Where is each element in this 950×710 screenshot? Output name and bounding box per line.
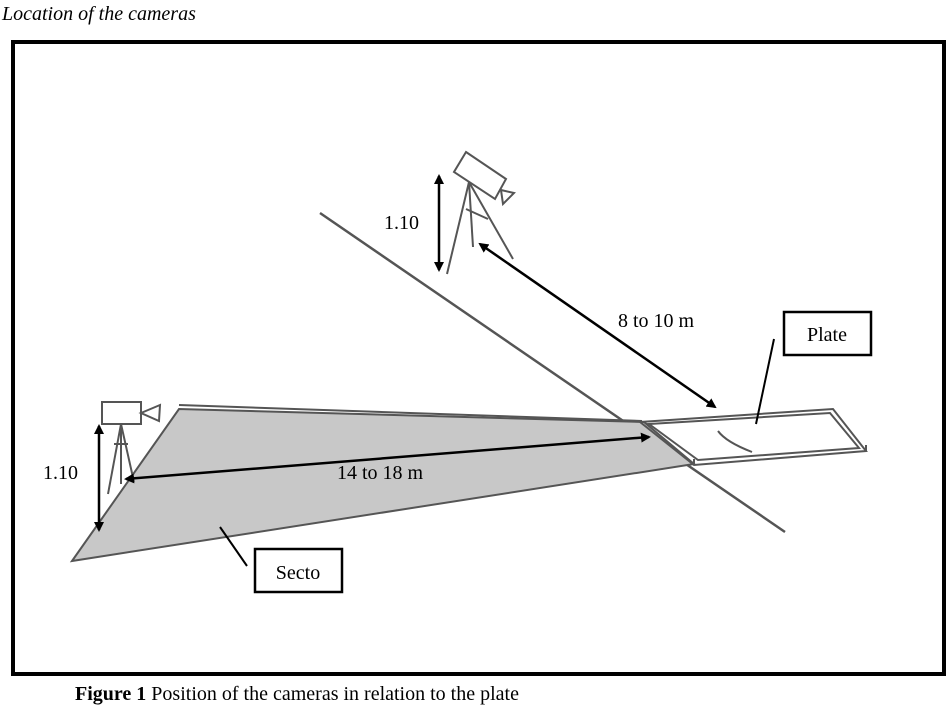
distance-label-top: 8 to 10 m — [618, 310, 695, 332]
top-camera — [446, 150, 516, 275]
distance-label-side: 14 to 18 m — [337, 462, 424, 484]
plate-callout-box — [782, 310, 873, 357]
sector-top-edge — [178, 404, 643, 422]
page-heading: Location of the cameras — [2, 3, 196, 25]
plate-drawing — [637, 407, 868, 467]
sector-label: Secto — [276, 562, 320, 584]
camera-layout-diagram: 1.10 1.10 8 to 10 m 14 to 18 m Plate Sec… — [43, 150, 873, 594]
distance-arrow-top — [478, 242, 717, 409]
sector-callout-pointer — [219, 526, 248, 567]
height-label-top: 1.10 — [384, 212, 419, 234]
height-label-left: 1.10 — [43, 462, 78, 484]
figure-caption: Figure 1 Position of the cameras in rela… — [75, 682, 519, 706]
figure-number: Figure 1 — [75, 683, 147, 705]
sector-area — [69, 407, 697, 563]
plate-callout-pointer — [755, 338, 775, 425]
plate-label: Plate — [807, 324, 847, 346]
distance-arrow-side — [124, 432, 651, 484]
diagram-frame: 1.10 1.10 8 to 10 m 14 to 18 m Plate Sec… — [11, 40, 946, 676]
sector-callout-box — [253, 547, 344, 594]
figure-caption-text: Position of the cameras in relation to t… — [146, 683, 519, 705]
